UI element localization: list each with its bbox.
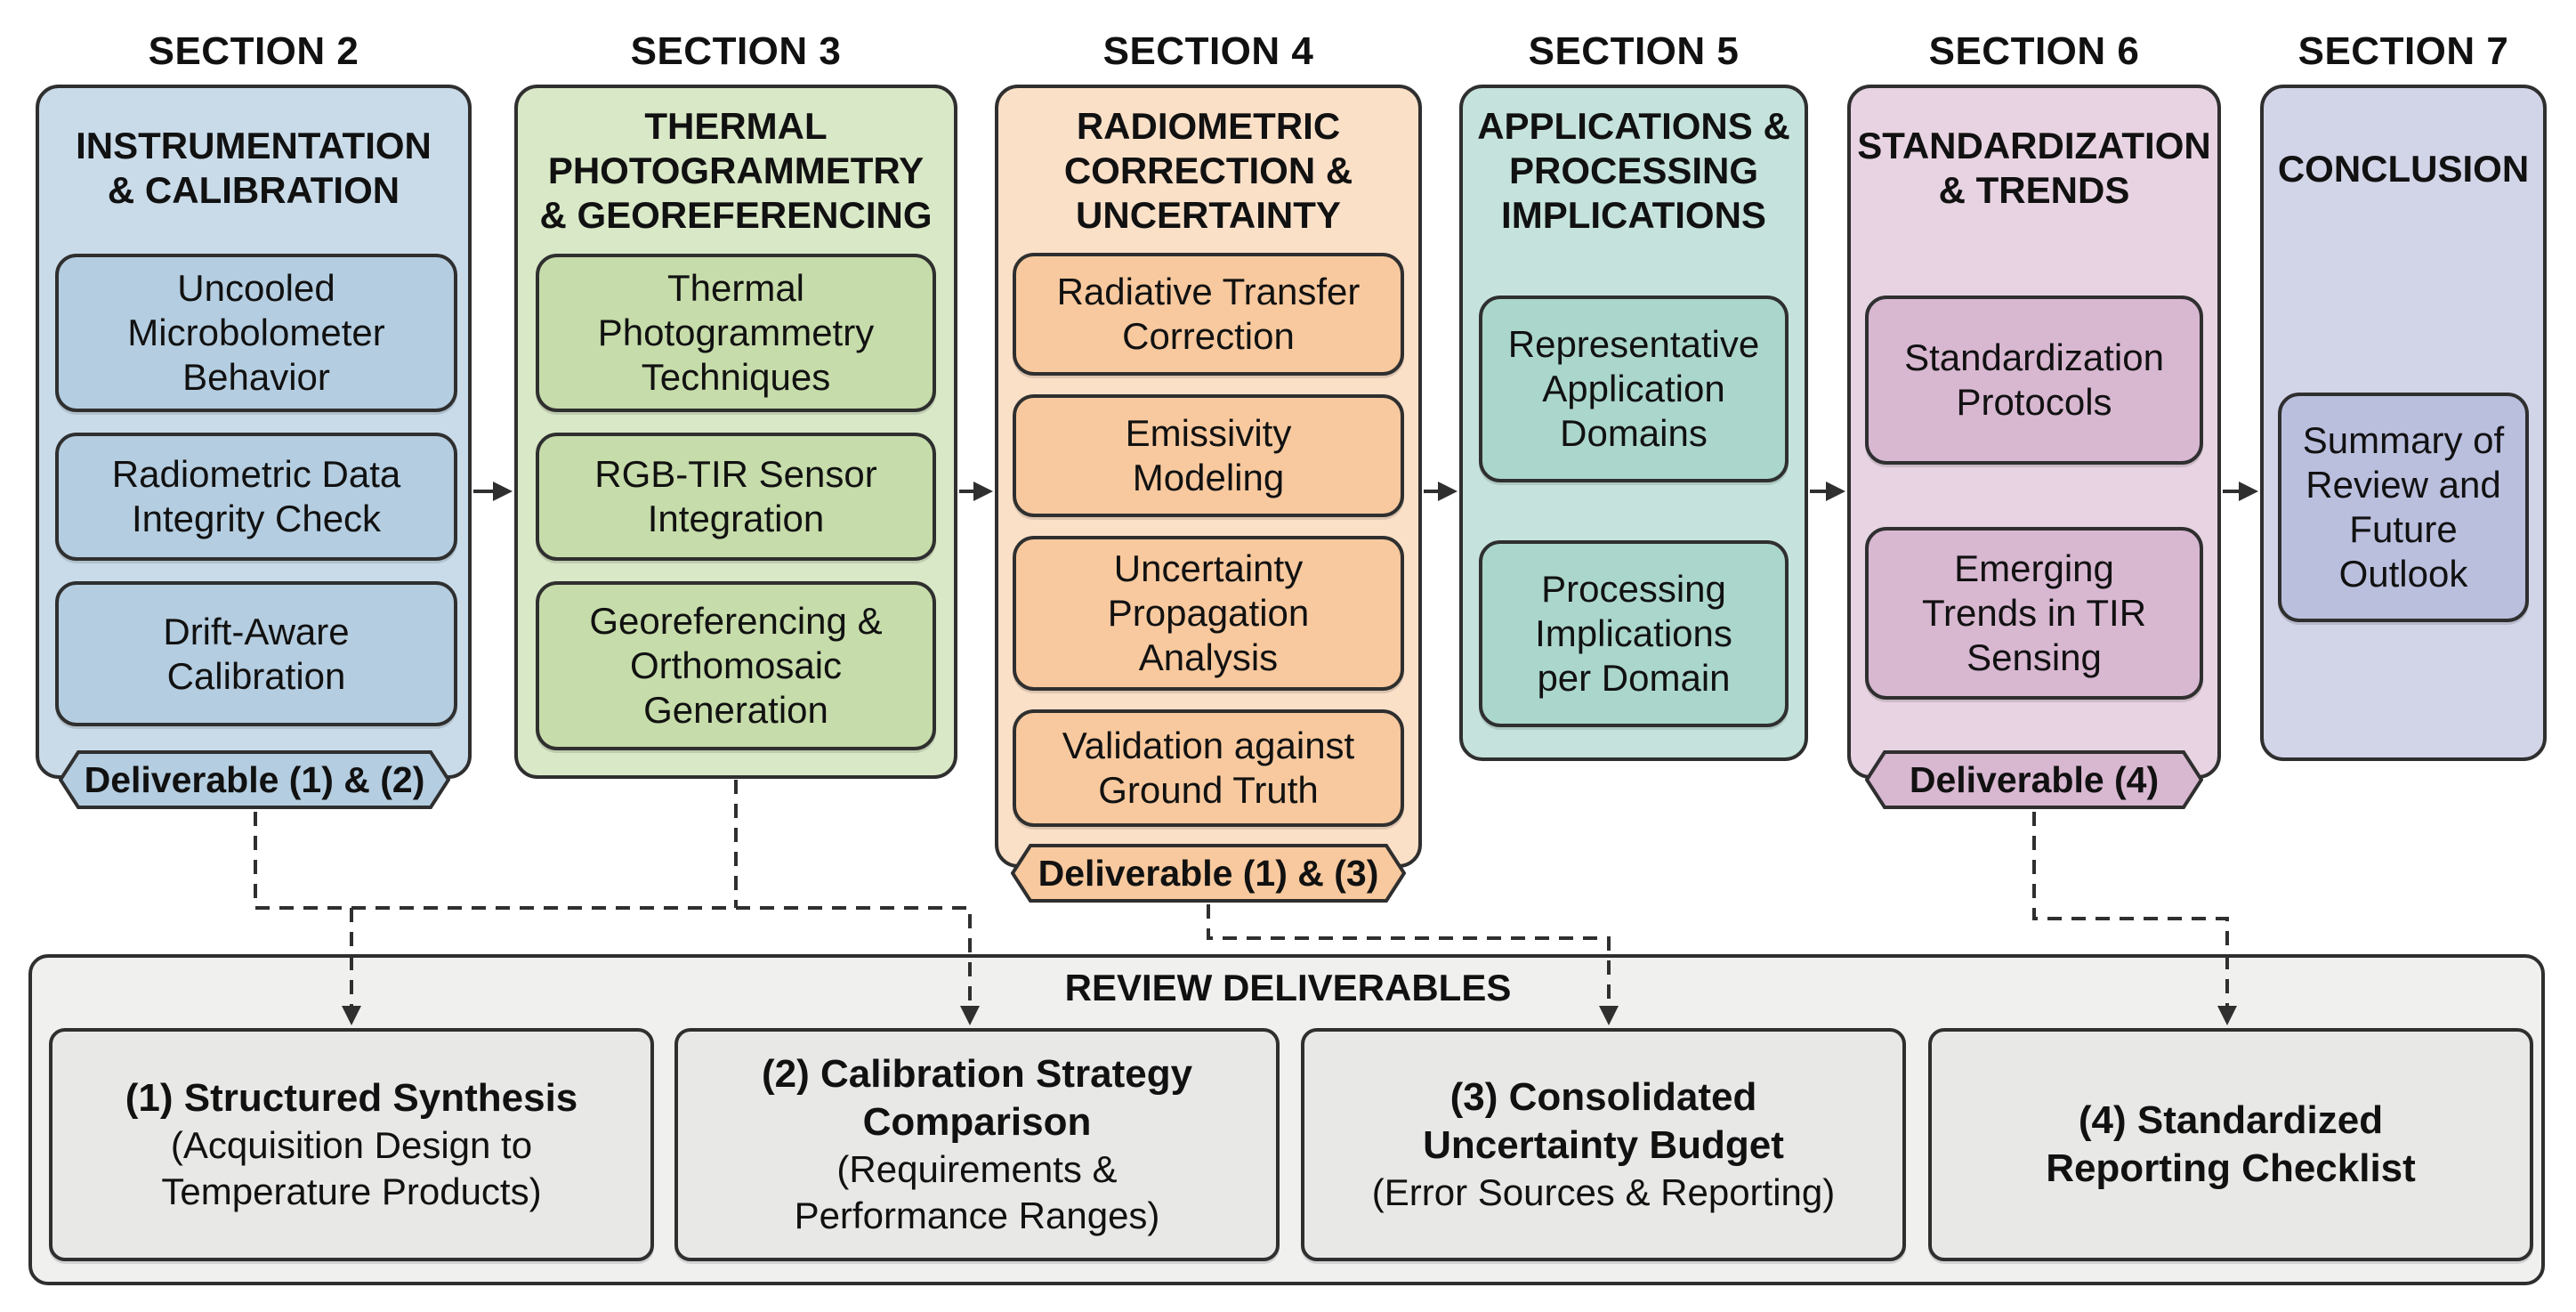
deliverable-tag-shape	[1865, 750, 2203, 809]
section-4-item-1: Radiative Transfer Correction	[1013, 253, 1404, 376]
section-3-item-3: Georeferencing & Orthomosaic Generation	[536, 581, 936, 750]
section-4-item-2: Emissivity Modeling	[1013, 394, 1404, 517]
section-4-item-4: Validation against Ground Truth	[1013, 709, 1404, 827]
review-deliverable-1-title: (1) Structured Synthesis	[125, 1076, 578, 1120]
section-7-header: SECTION 7	[2297, 29, 2509, 73]
section-2-item-3: Drift-Aware Calibration	[55, 581, 457, 726]
section-6-header: SECTION 6	[1928, 29, 2140, 73]
section-3-item-1: Thermal Photogrammetry Techniques	[536, 254, 936, 412]
section-2-item-1: Uncooled Microbolometer Behavior	[55, 254, 457, 412]
deliverable-tag-shape	[59, 750, 450, 809]
section-3-item-2: RGB-TIR Sensor Integration	[536, 433, 936, 561]
section-7-title: CONCLUSION	[2277, 148, 2530, 190]
deliverable-tag-shape	[1011, 844, 1406, 903]
review-deliverable-3: (3) Consolidated Uncertainty Budget (Err…	[1301, 1028, 1906, 1261]
review-deliverable-3-subtitle: (Error Sources & Reporting)	[1371, 1171, 1836, 1213]
review-deliverable-2: (2) Calibration Strategy Comparison (Req…	[674, 1028, 1280, 1261]
section-2-item-2: Radiometric Data Integrity Check	[55, 433, 457, 561]
review-deliverable-4: (4) Standardized Reporting Checklist	[1928, 1028, 2533, 1261]
review-deliverable-1: (1) Structured Synthesis (Acquisition De…	[49, 1028, 654, 1261]
section-4-item-3: Uncertainty Propagation Analysis	[1013, 536, 1404, 691]
review-deliverable-1-subtitle: (Acquisition Design to Temperature Produ…	[161, 1124, 542, 1212]
section-2-deliverable-label: Deliverable (1) & (2)	[84, 758, 425, 800]
review-deliverable-3-title: (3) Consolidated Uncertainty Budget	[1423, 1075, 1784, 1167]
section-5-item-1: Representative Application Domains	[1479, 296, 1789, 482]
section-4-title: RADIOMETRIC CORRECTION & UNCERTAINTY	[1063, 105, 1353, 236]
section-7-item-1: Summary of Review and Future Outlook	[2278, 393, 2529, 622]
section-3-title: THERMAL PHOTOGRAMMETRY & GEOREFERENCING	[539, 105, 933, 236]
section-6-title: STANDARDIZATION & TRENDS	[1857, 125, 2211, 211]
section-6-item-1: Standardization Protocols	[1865, 296, 2203, 465]
review-deliverables-title: REVIEW DELIVERABLES	[1064, 967, 1512, 1008]
section-3-header: SECTION 3	[630, 29, 842, 73]
section-4-deliverable-tag: Deliverable (1) & (3)	[1011, 844, 1406, 903]
section-2-title: INSTRUMENTATION & CALIBRATION	[76, 125, 432, 211]
section-4-header: SECTION 4	[1102, 29, 1314, 73]
section-5-title: APPLICATIONS & PROCESSING IMPLICATIONS	[1477, 105, 1790, 236]
review-deliverable-4-title: (4) Standardized Reporting Checklist	[2046, 1098, 2416, 1190]
section-6-deliverable-label: Deliverable (4)	[1909, 758, 2160, 800]
review-deliverable-2-title: (2) Calibration Strategy Comparison	[761, 1052, 1193, 1144]
section-6-item-2: Emerging Trends in TIR Sensing	[1865, 527, 2203, 700]
section-5-header: SECTION 5	[1528, 29, 1740, 73]
section-4-deliverable-label: Deliverable (1) & (3)	[1038, 852, 1379, 894]
section-5-item-2: Processing Implications per Domain	[1479, 540, 1789, 727]
section-2-deliverable-tag: Deliverable (1) & (2)	[59, 750, 450, 809]
section-6-deliverable-tag: Deliverable (4)	[1865, 750, 2203, 809]
review-deliverable-2-subtitle: (Requirements & Performance Ranges)	[794, 1148, 1160, 1236]
section-2-header: SECTION 2	[148, 29, 359, 73]
